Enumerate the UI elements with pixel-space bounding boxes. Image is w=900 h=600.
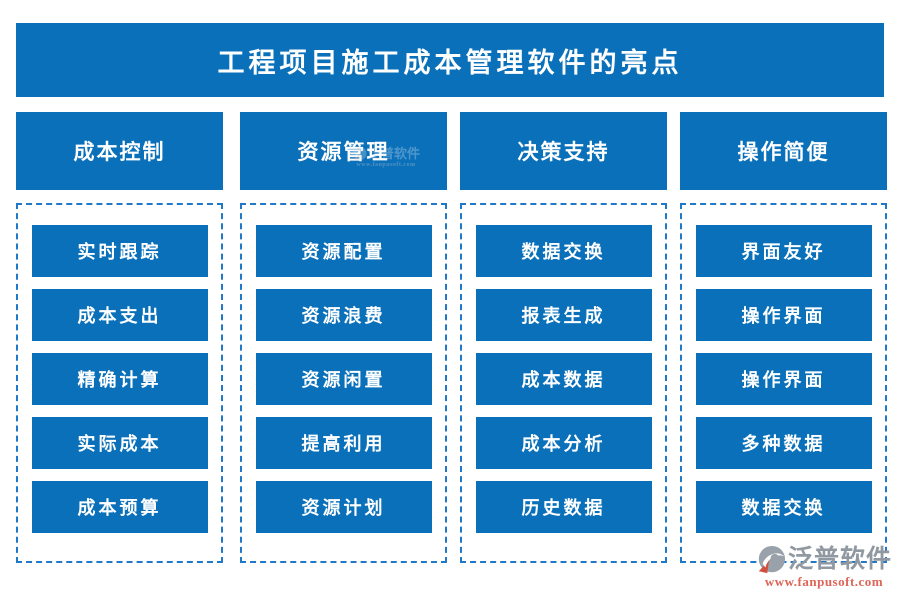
feature-item: 实时跟踪 — [31, 225, 208, 277]
column-header: 资源管理 — [240, 112, 447, 190]
column-header: 操作简便 — [680, 112, 887, 190]
feature-item: 提高利用 — [255, 417, 432, 469]
feature-item: 数据交换 — [695, 481, 872, 533]
brand-watermark: 泛普软件 www.fanpusoft.com — [756, 544, 892, 588]
feature-item: 界面友好 — [695, 225, 872, 277]
column-item-group: 界面友好 操作界面 操作界面 多种数据 数据交换 — [680, 203, 887, 563]
brand-name: 泛普软件 — [787, 544, 892, 573]
column-header: 成本控制 — [16, 112, 223, 190]
feature-item: 操作界面 — [695, 289, 872, 341]
feature-column-decision-support: 决策支持 数据交换 报表生成 成本数据 成本分析 历史数据 — [460, 112, 667, 563]
feature-item: 资源配置 — [255, 225, 432, 277]
feature-column-resource-management: 资源管理 资源配置 资源浪费 资源闲置 提高利用 资源计划 — [240, 112, 447, 563]
feature-item: 历史数据 — [475, 481, 652, 533]
feature-item: 实际成本 — [31, 417, 208, 469]
feature-item: 成本支出 — [31, 289, 208, 341]
feature-item: 资源计划 — [255, 481, 432, 533]
feature-item: 报表生成 — [475, 289, 652, 341]
feature-item: 成本分析 — [475, 417, 652, 469]
feature-item: 成本数据 — [475, 353, 652, 405]
brand-url: www.fanpusoft.com — [764, 574, 884, 589]
feature-item: 数据交换 — [475, 225, 652, 277]
feature-column-easy-operation: 操作简便 界面友好 操作界面 操作界面 多种数据 数据交换 — [680, 112, 887, 563]
column-item-group: 实时跟踪 成本支出 精确计算 实际成本 成本预算 — [16, 203, 223, 563]
feature-column-cost-control: 成本控制 实时跟踪 成本支出 精确计算 实际成本 成本预算 — [16, 112, 223, 563]
column-item-group: 资源配置 资源浪费 资源闲置 提高利用 资源计划 — [240, 203, 447, 563]
feature-item: 成本预算 — [31, 481, 208, 533]
feature-item: 多种数据 — [695, 417, 872, 469]
feature-item: 精确计算 — [31, 353, 208, 405]
fanpu-logo-icon — [758, 545, 786, 574]
page-title: 工程项目施工成本管理软件的亮点 — [16, 23, 884, 97]
feature-item: 资源浪费 — [255, 289, 432, 341]
column-header: 决策支持 — [460, 112, 667, 190]
feature-item: 资源闲置 — [255, 353, 432, 405]
column-item-group: 数据交换 报表生成 成本数据 成本分析 历史数据 — [460, 203, 667, 563]
feature-item: 操作界面 — [695, 353, 872, 405]
